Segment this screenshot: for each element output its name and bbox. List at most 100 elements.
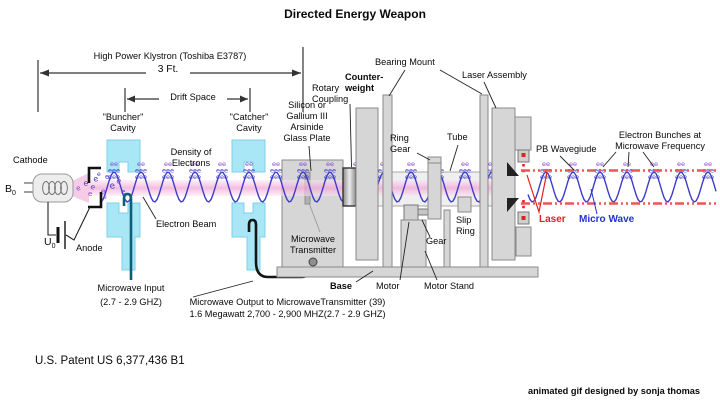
label-catcher-cavity: "Catcher" Cavity [229, 112, 269, 133]
label-base: Base [330, 281, 352, 291]
cathode-coil [42, 181, 68, 195]
label-mw-input-freq: (2.7 - 2.9 GHZ) [100, 297, 162, 307]
electron-bunch: ee [164, 160, 172, 168]
laser-assembly-block-top [514, 116, 532, 151]
electron-bunch: ee [623, 160, 631, 168]
label-length: 3 Ft. [157, 64, 179, 75]
electron-bunch: eee [594, 173, 606, 181]
label-laser-assembly: Laser Assembly [462, 70, 527, 80]
anode-wire [65, 206, 91, 241]
electron-bunch: eee [243, 167, 255, 175]
free-electron: e [121, 188, 125, 196]
label-glass-plate: Silicon or Gallium III Arsinide Glass Pl… [283, 100, 331, 143]
label-tube: Tube [447, 132, 468, 142]
electron-cone [72, 173, 89, 203]
electron-bunch: ee [569, 160, 577, 168]
electron-bunch: eee [648, 173, 660, 181]
label-slip-ring: Slip Ring [456, 215, 475, 236]
free-electron: e [99, 186, 107, 196]
electron-bunch: eee [297, 167, 309, 175]
electron-bunch: ee [137, 160, 145, 168]
dimension-lines [37, 47, 304, 112]
label-density: Density of Electrons [170, 147, 212, 168]
electron-bunch: eee [216, 173, 228, 181]
electron-bunch: eee [162, 173, 174, 181]
electron-bunch: eee [459, 173, 471, 181]
rotary-coupling [342, 167, 357, 207]
catcher-cavity-lower [231, 202, 266, 271]
free-electron: e [105, 173, 109, 181]
laser-assembly-block-bottom [515, 226, 532, 257]
pointer-lines [142, 69, 655, 298]
label-ring-gear: Ring Gear [390, 133, 411, 154]
electron-bunch: ee [677, 160, 685, 168]
free-electron: e [75, 184, 82, 193]
electron-bunch: ee [326, 160, 334, 168]
label-klystron: High Power Klystron (Toshiba E3787) [93, 51, 247, 61]
microwave-transmitter-box [281, 159, 344, 269]
free-electron: e [103, 194, 107, 201]
electron-bunch: ee [650, 160, 658, 168]
electron-bunch: eee [702, 173, 714, 181]
laser-pointer [526, 171, 548, 215]
electron-bunch: eee [702, 167, 714, 175]
laser-assembly [491, 107, 516, 261]
electron-bunch: ee [110, 160, 118, 168]
electron-bunch: eee [189, 167, 201, 175]
electron-bunch: eee [405, 173, 417, 181]
motor-gear [403, 204, 419, 221]
page-title: Directed Energy Weapon [284, 7, 426, 21]
free-electron: e [82, 178, 89, 188]
electron-bunch: ee [272, 160, 280, 168]
label-b0: B0 [5, 183, 16, 198]
electron-bunch: eee [297, 173, 309, 181]
electron-bunch: eee [621, 173, 633, 181]
label-laser: Laser [539, 214, 566, 225]
motor [400, 219, 427, 268]
electron-bunch: ee [704, 160, 712, 168]
label-counterweight: Counter- weight [345, 72, 384, 93]
glass-plate-pointer [308, 202, 321, 233]
cathode-body [32, 173, 74, 203]
electron-bunch: ee [596, 160, 604, 168]
label-bearing-mount: Bearing Mount [375, 57, 435, 67]
laser-dot [521, 216, 526, 220]
microwave-pointer [590, 188, 598, 215]
electron-bunch: eee [243, 173, 255, 181]
label-pb-waveguide: PB Wavegiude [536, 144, 597, 154]
electron-bunch: eee [270, 173, 282, 181]
electron-bunch: eee [675, 173, 687, 181]
electron-bunch: eee [108, 173, 120, 181]
ring-gear [427, 156, 442, 220]
electron-bunch: ee [299, 160, 307, 168]
patent-number: U.S. Patent US 6,377,436 B1 [35, 355, 185, 367]
label-motor: Motor [376, 281, 400, 291]
electron-bunch: eee [324, 167, 336, 175]
electron-bunch: ee [461, 160, 469, 168]
label-mw-transmitter: Microwave Transmitter [289, 234, 337, 255]
bearing-mount-left [382, 94, 393, 271]
aperture-bottom [507, 198, 519, 212]
label-gear: Gear [426, 236, 447, 246]
electron-bunch: eee [108, 167, 120, 175]
laser-dot [521, 153, 526, 157]
counterweight [355, 107, 379, 261]
electron-bunch: eee [270, 167, 282, 175]
microwave-wave-right [527, 171, 717, 203]
label-electron-bunches: Electron Bunches at Microwave Frequency [615, 130, 705, 151]
label-mw-output: Microwave Output to MicrowaveTransmitter… [189, 297, 386, 307]
electron-bunch: ee [407, 160, 415, 168]
electron-bunch: ee [191, 160, 199, 168]
electron-bunch: eee [162, 167, 174, 175]
credit-text: animated gif designed by sonja thomas [527, 386, 700, 396]
slip-ring [457, 196, 472, 213]
label-mw-input: Microwave Input [97, 283, 165, 293]
free-electron: e [89, 183, 96, 192]
electron-bunch: eee [135, 167, 147, 175]
electron-bunch: ee [218, 160, 226, 168]
label-u0: U0 [44, 236, 56, 251]
free-electron: e [88, 190, 92, 198]
label-electron-beam: Electron Beam [156, 219, 217, 229]
buncher-cavity-lower [106, 202, 141, 271]
